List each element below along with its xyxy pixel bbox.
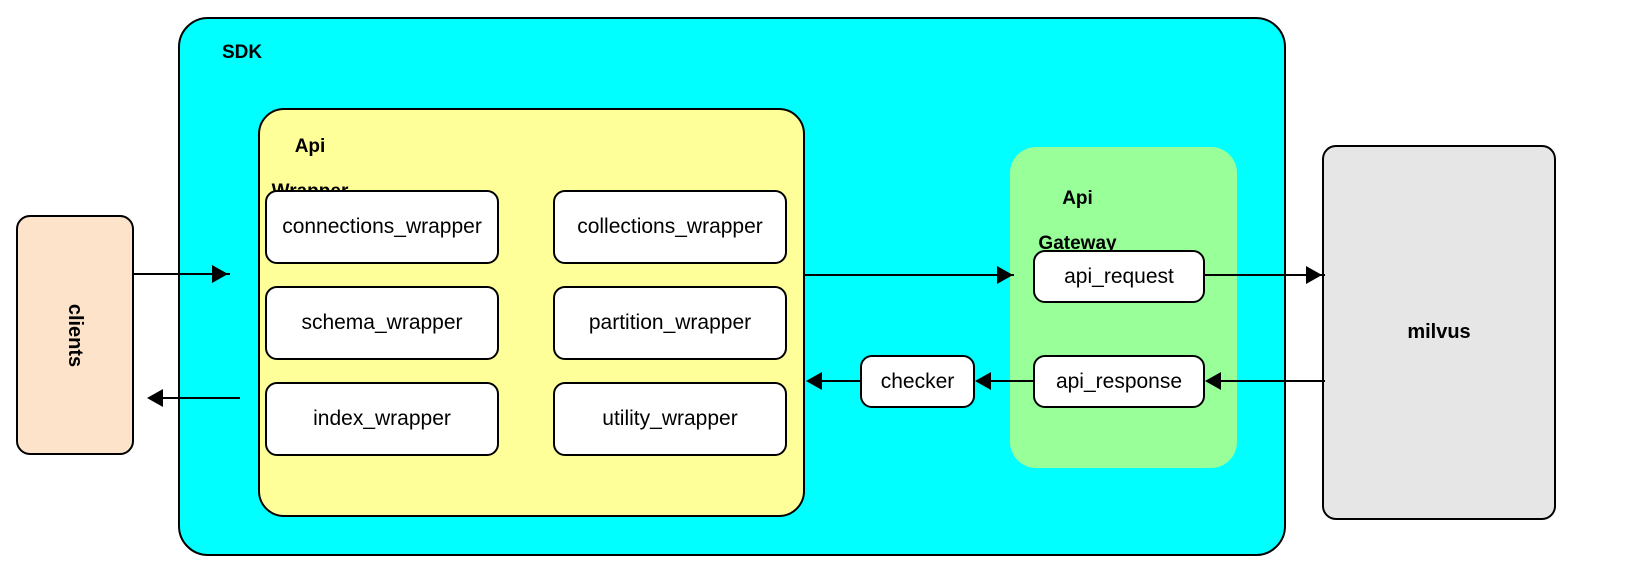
node-collections-wrapper[interactable]: collections_wrapper bbox=[553, 190, 787, 264]
actor-clients[interactable]: clients bbox=[16, 215, 134, 455]
node-utility-wrapper[interactable]: utility_wrapper bbox=[553, 382, 787, 456]
edge-clients-to-api-wrapper bbox=[134, 273, 230, 275]
edge-api-request-to-milvus bbox=[1205, 274, 1325, 276]
actor-clients-label: clients bbox=[64, 303, 87, 367]
edge-checker-to-api-wrapper bbox=[822, 380, 862, 382]
edge-milvus-to-api-response-arrowhead bbox=[1205, 372, 1221, 390]
edge-api-response-to-checker-arrowhead bbox=[975, 372, 991, 390]
node-checker[interactable]: checker bbox=[860, 355, 975, 408]
node-api-request[interactable]: api_request bbox=[1033, 250, 1205, 303]
api-gateway-container bbox=[1010, 147, 1237, 468]
api-gateway-label: Api Gateway bbox=[1015, 166, 1140, 278]
actor-milvus[interactable]: milvus bbox=[1322, 145, 1556, 520]
api-wrapper-label-line1: Api bbox=[294, 136, 326, 158]
edge-api-response-to-checker bbox=[991, 380, 1035, 382]
edge-api-wrapper-to-clients bbox=[163, 397, 240, 399]
edge-checker-to-api-wrapper-arrowhead bbox=[806, 372, 822, 390]
actor-milvus-label: milvus bbox=[1407, 321, 1471, 343]
node-schema-wrapper[interactable]: schema_wrapper bbox=[265, 286, 499, 360]
edge-clients-to-api-wrapper-arrowhead bbox=[212, 265, 228, 283]
node-connections-wrapper[interactable]: connections_wrapper bbox=[265, 190, 499, 264]
sdk-label: SDK bbox=[222, 42, 263, 63]
node-index-wrapper[interactable]: index_wrapper bbox=[265, 382, 499, 456]
edge-api-wrapper-to-api-gateway bbox=[805, 274, 1014, 276]
edge-api-request-to-milvus-arrowhead bbox=[1306, 266, 1322, 284]
api-gateway-label-line2: Gateway bbox=[1038, 233, 1117, 255]
edge-milvus-to-api-response bbox=[1213, 380, 1325, 382]
edge-api-wrapper-to-api-gateway-arrowhead bbox=[997, 266, 1013, 284]
api-gateway-label-line1: Api bbox=[1062, 188, 1093, 210]
node-api-response[interactable]: api_response bbox=[1033, 355, 1205, 408]
edge-api-wrapper-to-clients-arrowhead bbox=[147, 389, 163, 407]
node-partition-wrapper[interactable]: partition_wrapper bbox=[553, 286, 787, 360]
